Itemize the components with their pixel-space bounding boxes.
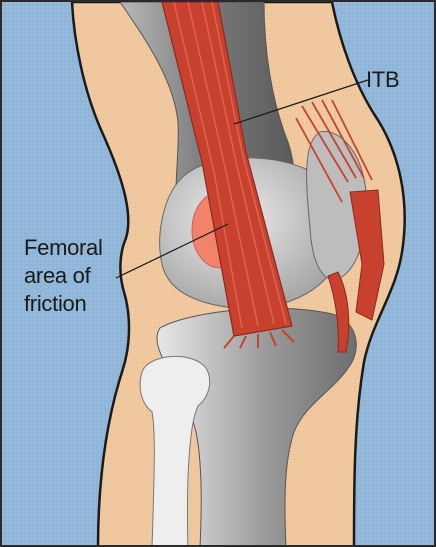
femoral-label-line-1: Femoral [24, 234, 134, 262]
femoral-label-line-2: area of [24, 262, 134, 290]
itb-label: ITB [366, 66, 399, 94]
femoral-label-line-3: friction [24, 290, 134, 318]
femoral-friction-label: Femoral area of friction [24, 234, 134, 318]
